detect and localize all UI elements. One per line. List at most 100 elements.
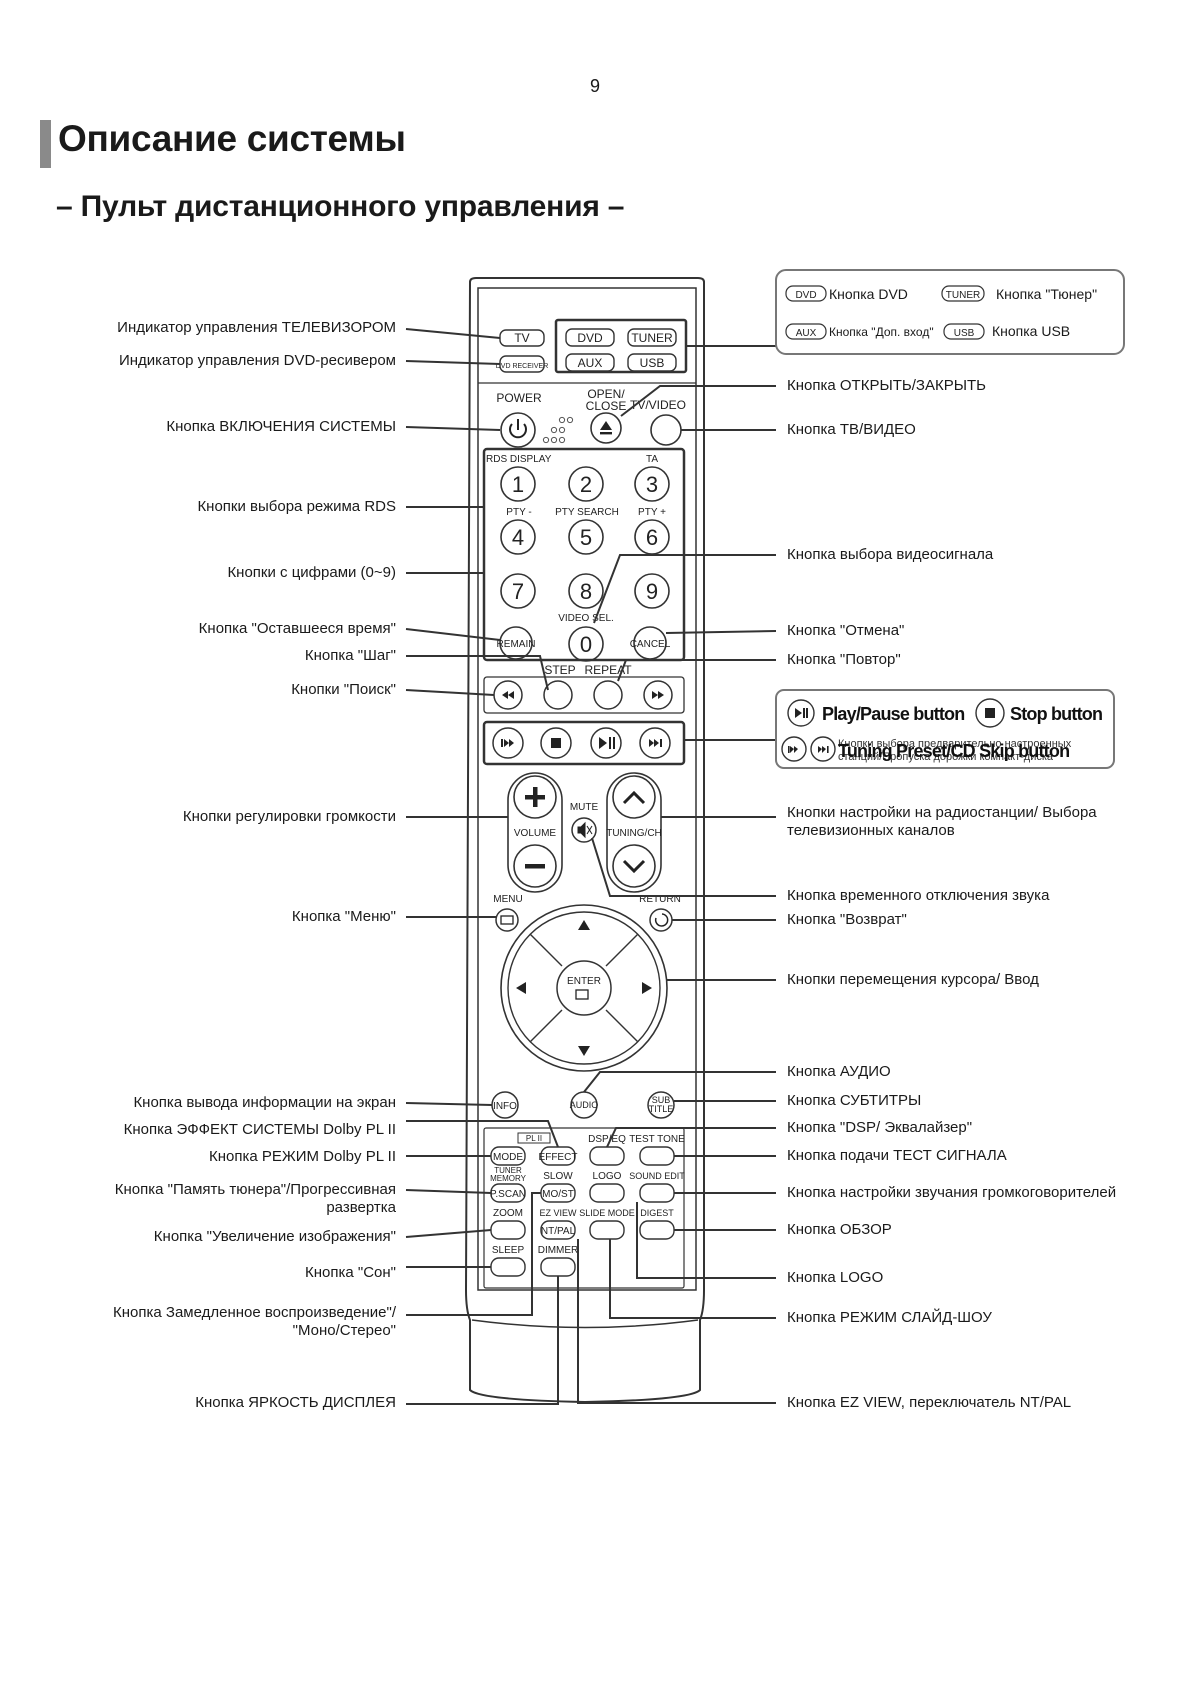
sleep-button[interactable] — [490, 1257, 526, 1277]
enter-icon — [575, 989, 589, 1000]
test-tone-label: TEST TONE — [629, 1134, 685, 1145]
menu-button[interactable] — [495, 908, 519, 932]
function-block — [483, 1127, 685, 1289]
label-digits: Кнопки с цифрами (0~9) — [227, 564, 396, 581]
tvvideo-button[interactable] — [650, 414, 682, 446]
cursor-right-icon — [642, 982, 652, 994]
label-zoom: Кнопка "Увеличение изображения" — [153, 1228, 396, 1245]
mo-st-label: MO/ST — [542, 1189, 574, 1200]
digit-1-button[interactable]: 1 — [512, 472, 524, 497]
mute-button[interactable] — [571, 817, 597, 843]
label-return: Кнопка "Возврат" — [787, 911, 907, 928]
dvd-button[interactable]: DVD — [577, 331, 603, 345]
tuner-button[interactable]: TUNER — [631, 331, 673, 345]
slide-mode-button[interactable] — [589, 1220, 625, 1240]
legend-tuner-label: Кнопка "Тюнер" — [996, 286, 1097, 302]
dsp-eq-button[interactable] — [589, 1146, 625, 1166]
nt-pal-button[interactable] — [540, 1220, 576, 1240]
remote-inner-outline — [477, 287, 697, 1291]
digit-4-button[interactable]: 4 — [512, 525, 524, 550]
label-search: Кнопки "Поиск" — [291, 681, 396, 698]
legend-dvd-key: DVD — [795, 290, 816, 301]
sub-label: SUB — [652, 1095, 671, 1105]
legend-ghost-line-2: станций/Пропуска дорожки компакт-диска — [838, 751, 1054, 763]
legend-stop-label: Stop button — [1010, 704, 1102, 724]
digest-button[interactable] — [639, 1220, 675, 1240]
digest-label: DIGEST — [640, 1208, 674, 1218]
label-effect: Кнопка ЭФФЕКТ СИСТЕМЫ Dolby PL II — [123, 1121, 396, 1138]
dsp-eq-label: DSP/EQ — [588, 1134, 626, 1145]
label-remain: Кнопка "Оставшееся время" — [198, 620, 396, 637]
subtitle-button[interactable] — [647, 1091, 675, 1119]
stop-button[interactable] — [540, 727, 572, 759]
test-tone-button[interactable] — [639, 1146, 675, 1166]
menu-icon — [500, 915, 514, 925]
zoom-button[interactable] — [490, 1220, 526, 1240]
page-number: 9 — [589, 76, 600, 96]
digit-2-button[interactable]: 2 — [580, 472, 592, 497]
title-label: TITLE — [649, 1104, 674, 1114]
logo-label: LOGO — [593, 1171, 622, 1182]
mode-label: MODE — [493, 1152, 523, 1163]
legend-mode-box — [775, 269, 1125, 355]
remain-label: REMAIN — [497, 639, 536, 650]
open-close-button[interactable] — [590, 412, 622, 444]
cursor-down-icon — [578, 1046, 590, 1056]
logo-button[interactable] — [589, 1183, 625, 1203]
nt-pal-label: NT/PAL — [541, 1226, 576, 1237]
skip-back-button[interactable] — [492, 727, 524, 759]
led-dots — [542, 416, 574, 444]
effect-label: EFFECT — [539, 1152, 578, 1163]
legend-tuning-skip-label: Tuning Preset/CD Skip button — [838, 741, 1069, 761]
digit-0-button[interactable]: 0 — [580, 632, 592, 657]
label-cancel: Кнопка "Отмена" — [787, 622, 905, 639]
tuner-memory-label-1: TUNER — [494, 1166, 522, 1175]
legend-skip-icons — [788, 746, 829, 753]
tv-indicator: TV — [514, 331, 529, 345]
play-pause-button[interactable] — [590, 727, 622, 759]
legend-dvd-label: Кнопка DVD — [829, 286, 908, 302]
pscan-label: P.SCAN — [490, 1189, 526, 1200]
digit-6-button[interactable]: 6 — [646, 525, 658, 550]
enter-button[interactable] — [556, 960, 612, 1016]
label-slow: Кнопка Замедленное воспроизведение"/ "Мо… — [113, 1304, 396, 1339]
digit-7-button[interactable]: 7 — [512, 579, 524, 604]
legend-usb-key: USB — [954, 328, 975, 339]
tuner-memory-label-2: MEMORY — [490, 1174, 527, 1183]
label-audio: Кнопка АУДИО — [787, 1063, 891, 1080]
usb-button[interactable]: USB — [640, 356, 665, 370]
repeat-button[interactable] — [593, 680, 623, 710]
digit-8-button[interactable]: 8 — [580, 579, 592, 604]
audio-label: AUDIO — [570, 1100, 599, 1110]
tuning-rocker — [606, 772, 662, 893]
label-tv-video: Кнопка ТВ/ВИДЕО — [787, 421, 916, 438]
return-button[interactable] — [649, 908, 673, 932]
dimmer-button[interactable] — [540, 1257, 576, 1277]
digit-9-button[interactable]: 9 — [646, 579, 658, 604]
legend-aux-key: AUX — [796, 328, 817, 339]
digit-3-button[interactable]: 3 — [646, 472, 658, 497]
skip-forward-button[interactable] — [639, 727, 671, 759]
plii-badge — [517, 1132, 551, 1144]
label-tuning: Кнопки настройки на радиостанции/ Выбора… — [787, 804, 1097, 839]
channel-up-icon — [622, 790, 646, 805]
return-label: RETURN — [639, 894, 681, 905]
fast-forward-icon — [652, 691, 664, 699]
remain-button[interactable] — [499, 626, 533, 660]
power-button[interactable] — [500, 412, 536, 448]
remote-outline — [464, 277, 705, 1404]
aux-button[interactable]: AUX — [578, 356, 603, 370]
volume-label: VOLUME — [514, 828, 557, 839]
step-button[interactable] — [543, 680, 573, 710]
label-sound-edit: Кнопка настройки звучания громкоговорите… — [787, 1184, 1117, 1201]
pty-search-label: PTY SEARCH — [555, 507, 619, 518]
pty-plus-label: PTY + — [638, 507, 666, 518]
digit-5-button[interactable]: 5 — [580, 525, 592, 550]
skip-back-icon — [501, 739, 514, 747]
sound-edit-button[interactable] — [639, 1183, 675, 1203]
video-sel-label: VIDEO SEL. — [558, 613, 614, 624]
dimmer-label: DIMMER — [538, 1245, 579, 1256]
volume-rocker — [507, 772, 563, 893]
legend-play-pause-icon — [795, 708, 808, 718]
search-forward-button[interactable] — [643, 680, 673, 710]
